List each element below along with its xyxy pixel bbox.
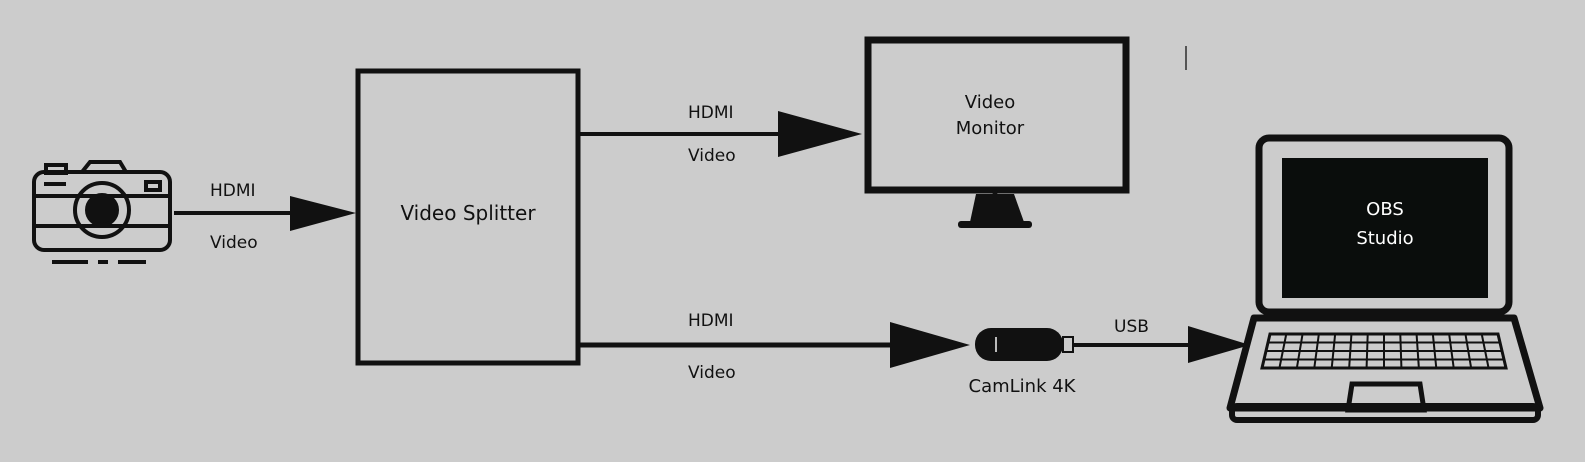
link-label-top: HDMI bbox=[688, 103, 734, 123]
laptop-screen-line1: OBS bbox=[1366, 199, 1404, 220]
monitor-label-line1: Video bbox=[965, 92, 1015, 113]
keyboard-column-line bbox=[1313, 333, 1320, 369]
link-label-top: HDMI bbox=[210, 181, 256, 201]
link-camlink-to-laptop: USB bbox=[1073, 317, 1250, 363]
keyboard-column-line bbox=[1415, 333, 1420, 369]
link-label-bottom: Video bbox=[688, 363, 736, 383]
link-label-top: HDMI bbox=[688, 311, 734, 331]
keyboard-column-line bbox=[1399, 333, 1403, 369]
camlink-label: CamLink 4K bbox=[969, 376, 1077, 397]
splitter-label: Video Splitter bbox=[400, 201, 536, 225]
usb-capture-stick-icon: CamLink 4K bbox=[969, 328, 1077, 397]
laptop-screen-line2: Studio bbox=[1356, 228, 1413, 249]
link-splitter-to-camlink: HDMI Video bbox=[580, 311, 970, 383]
keyboard-column-line bbox=[1464, 333, 1473, 369]
keyboard-column-line bbox=[1330, 333, 1337, 369]
link-label-top: USB bbox=[1114, 317, 1149, 337]
keyboard-column-line bbox=[1431, 333, 1438, 369]
video-splitter-box: Video Splitter bbox=[355, 68, 581, 366]
keyboard-frame bbox=[1260, 332, 1508, 370]
keyboard-column-line bbox=[1480, 333, 1490, 369]
keyboard-column-line bbox=[1365, 333, 1369, 369]
keyboard-column-line bbox=[1295, 333, 1304, 369]
link-splitter-to-monitor: HDMI Video bbox=[580, 103, 862, 166]
link-label-bottom: Video bbox=[210, 233, 258, 253]
camera-icon bbox=[32, 160, 172, 264]
link-label-bottom: Video bbox=[688, 146, 736, 166]
monitor-label-line2: Monitor bbox=[956, 118, 1025, 139]
laptop-icon: OBS Studio bbox=[1226, 134, 1544, 423]
keyboard-column-line bbox=[1448, 333, 1455, 369]
arrow-head bbox=[290, 196, 356, 231]
keyboard bbox=[1260, 332, 1508, 370]
arrow-head bbox=[1188, 326, 1250, 363]
arrow-head bbox=[890, 322, 970, 368]
arrow-head bbox=[778, 111, 862, 157]
keyboard-column-line bbox=[1348, 333, 1353, 369]
monitor-icon: Video Monitor bbox=[864, 36, 1130, 228]
link-camera-to-splitter: HDMI Video bbox=[174, 181, 356, 253]
keyboard-column-line bbox=[1278, 333, 1288, 369]
